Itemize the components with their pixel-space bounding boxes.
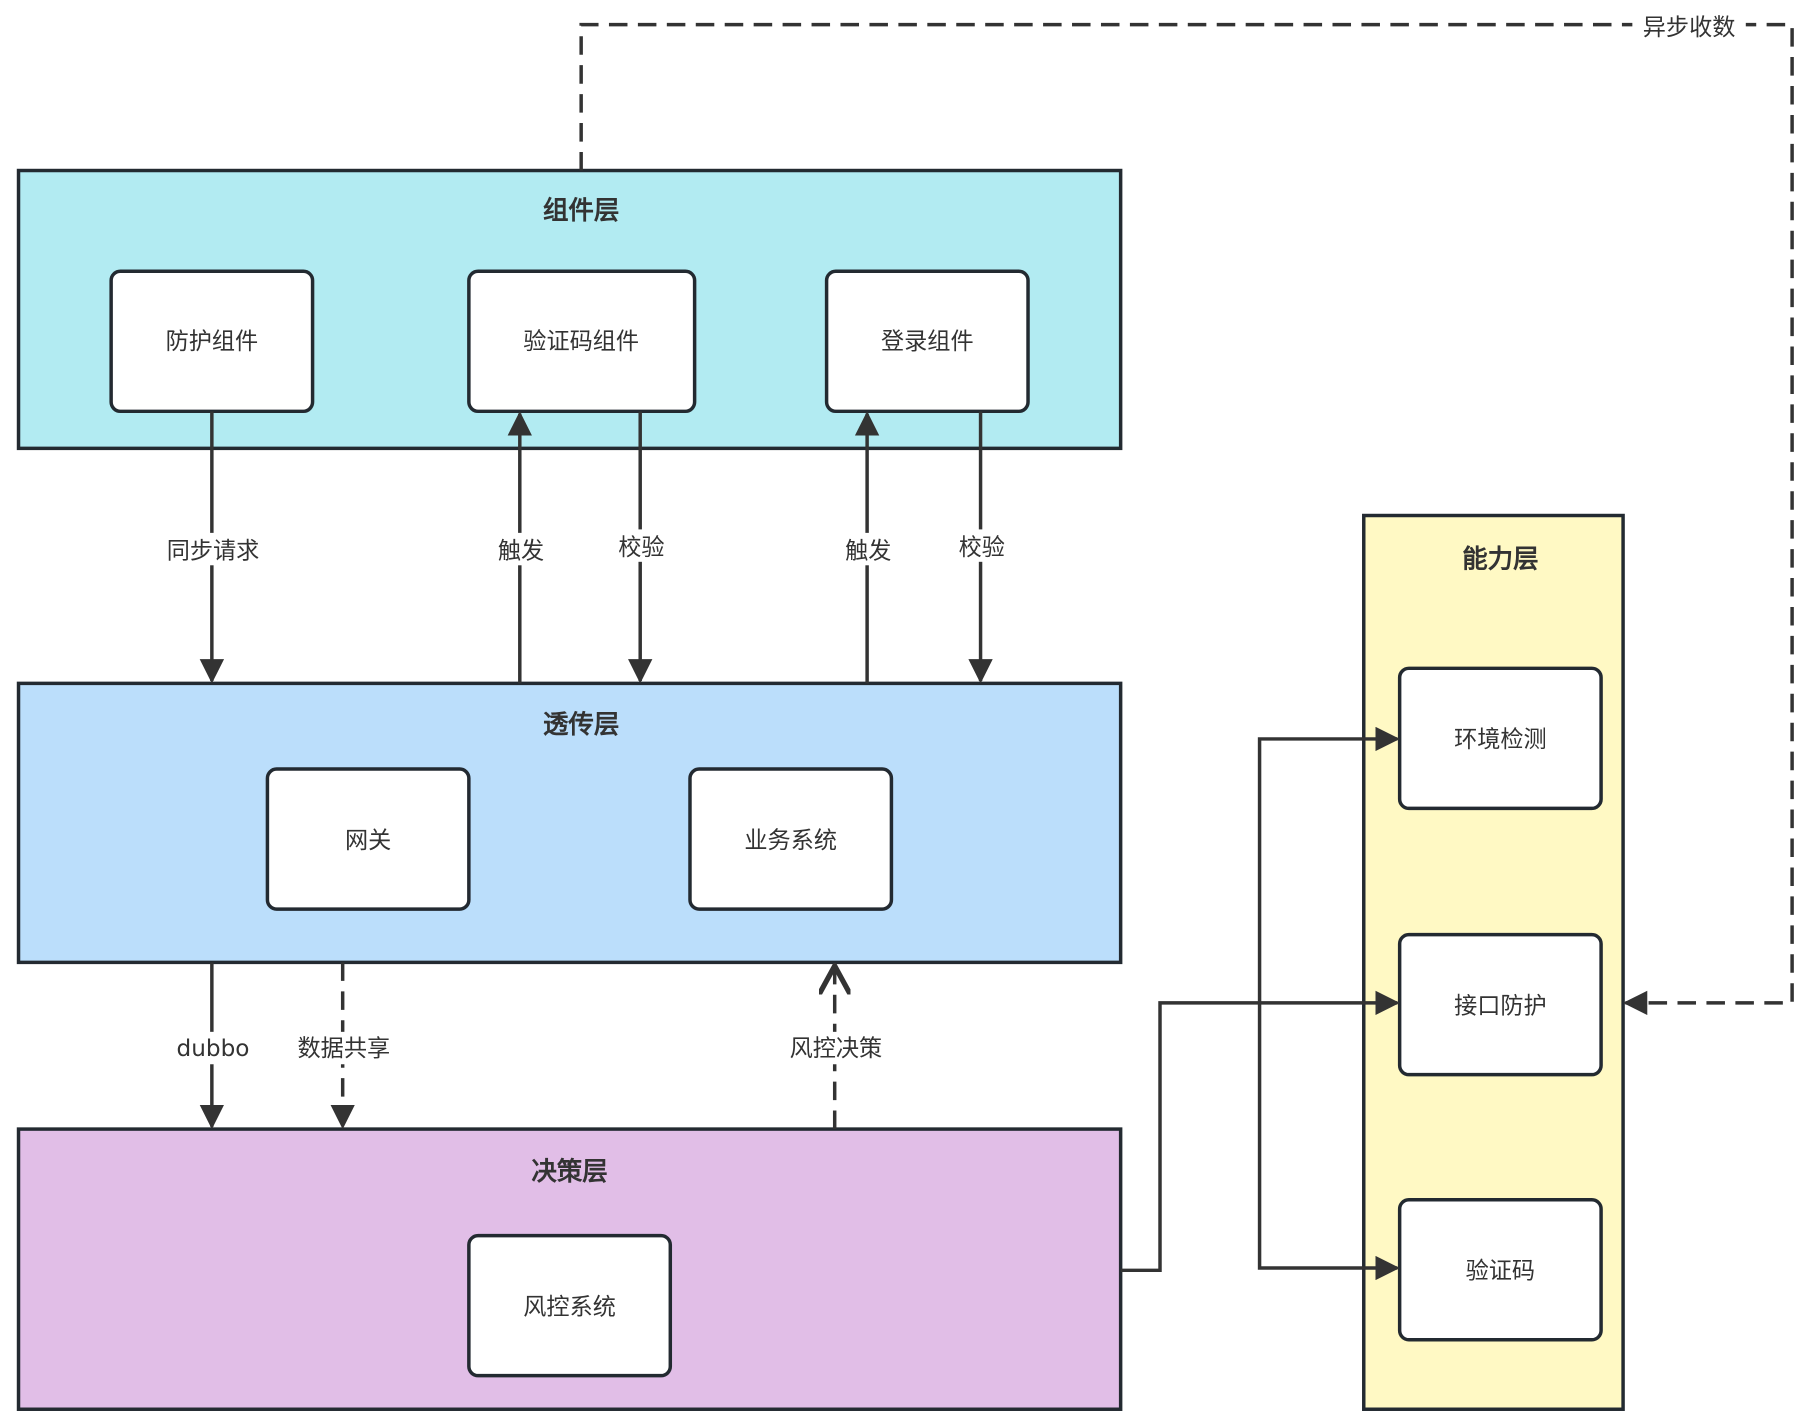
edge-label-verify-login: 校验 — [959, 535, 1005, 561]
decision-layer: 决策层 风控系统 — [16, 1127, 1123, 1411]
node-environment-detection[interactable]: 环境检测 — [1397, 666, 1603, 811]
component-layer-title: 组件层 — [543, 196, 619, 226]
transport-layer-title: 透传层 — [543, 710, 619, 740]
node-label: 防护组件 — [166, 329, 259, 355]
edge-label-data-share: 数据共享 — [298, 1036, 391, 1062]
node-label: 验证码组件 — [523, 329, 639, 355]
node-label: 接口防护 — [1454, 993, 1547, 1019]
edge-verify-captcha: 校验 — [613, 411, 670, 684]
edge-data-share: 数据共享 — [289, 962, 396, 1130]
node-captcha-component[interactable]: 验证码组件 — [467, 269, 697, 414]
edge-label-dubbo: dubbo — [177, 1036, 250, 1062]
node-api-protection[interactable]: 接口防护 — [1397, 932, 1603, 1077]
edge-label-sync-request: 同步请求 — [167, 538, 260, 564]
edge-label-trigger-captcha: 触发 — [498, 538, 544, 564]
node-login-component[interactable]: 登录组件 — [824, 269, 1030, 414]
edge-verify-login: 校验 — [953, 411, 1010, 684]
decision-layer-title: 决策层 — [531, 1157, 607, 1187]
component-layer: 组件层 防护组件 验证码组件 登录组件 — [16, 168, 1123, 451]
edge-label-async-collect: 异步收数 — [1643, 15, 1736, 41]
capability-layer: 能力层 环境检测 接口防护 验证码 — [1362, 513, 1625, 1411]
node-protection-component[interactable]: 防护组件 — [109, 269, 315, 414]
transport-layer: 透传层 网关 业务系统 — [16, 681, 1123, 965]
node-label: 验证码 — [1466, 1258, 1535, 1284]
capability-layer-title: 能力层 — [1462, 545, 1538, 575]
node-label: 登录组件 — [881, 329, 974, 355]
edge-decision-to-capabilities — [1120, 726, 1400, 1281]
edge-label-risk-decision: 风控决策 — [790, 1036, 883, 1062]
node-gateway[interactable]: 网关 — [265, 767, 471, 911]
edge-trigger-captcha: 触发 — [493, 411, 549, 684]
node-label: 网关 — [345, 828, 391, 854]
edge-trigger-login: 触发 — [840, 411, 897, 684]
edge-risk-decision: 风控决策 — [782, 966, 890, 1130]
edge-dubbo: dubbo — [171, 962, 255, 1130]
node-label: 环境检测 — [1454, 727, 1547, 753]
edge-label-verify-captcha: 校验 — [618, 535, 664, 561]
node-business-system[interactable]: 业务系统 — [688, 767, 894, 911]
edge-async-collect: 异步收数 — [579, 9, 1794, 1016]
transport-layer-background — [16, 681, 1123, 965]
edge-sync-request: 同步请求 — [159, 411, 267, 684]
node-risk-control-system[interactable]: 风控系统 — [467, 1233, 673, 1378]
node-label: 业务系统 — [744, 828, 837, 854]
edge-label-trigger-login: 触发 — [845, 538, 891, 564]
node-captcha[interactable]: 验证码 — [1397, 1197, 1603, 1342]
node-label: 风控系统 — [523, 1294, 616, 1320]
